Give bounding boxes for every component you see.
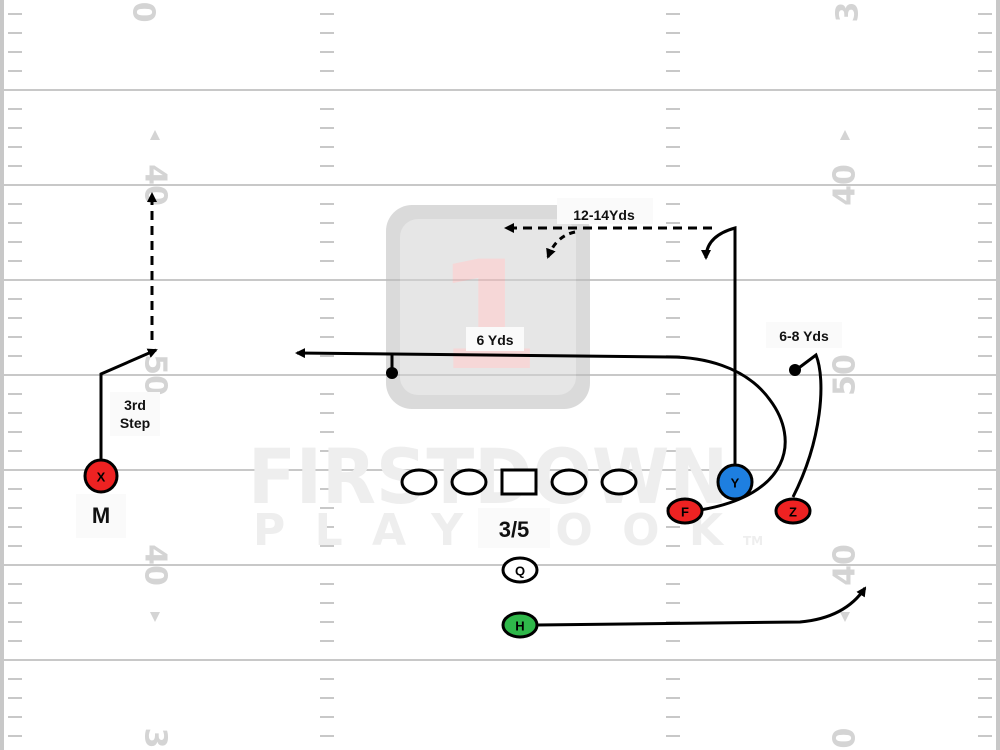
direction-arrow-icon [840,612,850,622]
player-z-letter: Z [789,505,797,520]
player-h[interactable]: H [501,611,539,639]
label-bg [478,508,550,548]
yard-number-bottom-right: 0 [828,728,863,749]
logo-badge-inner [400,219,576,395]
route-z-out [791,352,823,498]
player-f-letter: F [681,505,689,520]
wordmark-top: FIRSTDOWN [248,432,728,521]
player-h-circle [501,611,539,639]
formation-label: 3/5 [499,517,530,542]
label-bg [466,327,524,351]
player-y-circle [716,463,754,501]
player-x-circle [83,458,119,494]
label-bg [110,392,160,436]
yard-number-right-mid: 50 [828,354,863,396]
offensive-line [400,468,638,496]
player-y-letter: Y [731,476,740,491]
logo-numeral: 1 [436,230,540,404]
yard-number-bottom-left: 3 [138,728,173,749]
side-label: M [92,503,110,528]
route-h-wheel [536,586,867,627]
label-step-line1: 3rd [124,397,146,413]
label-cross: 6 Yds [476,332,513,348]
yard-number-left-lower: 40 [138,544,173,586]
hash-marks [8,13,992,737]
route-y-settle [546,230,576,259]
route-z-landmark [789,364,801,376]
player-f[interactable]: F [666,497,704,525]
wordmark-trademark: TM [743,534,763,548]
route-f-cross [295,348,787,512]
player-z[interactable]: Z [774,497,812,525]
yard-number-top-left: 0 [126,2,161,23]
player-h-letter: H [515,619,524,634]
player-f-circle [666,497,704,525]
lineman-right-tackle [600,468,638,496]
routes [99,192,867,627]
lineman-left-guard [450,468,488,496]
lineman-left-tackle [400,468,438,496]
label-step-line2: Step [120,415,150,431]
route-y-stem [701,226,737,470]
label-bg [766,322,842,348]
player-y[interactable]: Y [716,463,754,501]
yard-number-left-upper: 40 [138,164,173,206]
label-bg [557,198,653,224]
player-x[interactable]: X [83,458,119,494]
yard-number-top-right: 3 [831,2,866,23]
yard-number-left-mid: 50 [138,354,173,396]
label-bg [76,494,126,538]
player-q[interactable]: Q [501,556,539,584]
watermark-logo: 1 [386,205,590,409]
player-q-circle [501,556,539,584]
player-q-letter: Q [515,564,525,579]
direction-arrow-icon [840,130,850,140]
direction-arrow-icon [150,130,160,140]
direction-arrow-icon [150,612,160,622]
label-out: 6-8 Yds [779,328,829,344]
route-x-stem [99,348,158,464]
route-f-landmark [386,367,398,379]
yard-number-right-upper: 40 [828,164,863,206]
lineman-center [500,468,538,496]
yard-number-right-lower: 40 [828,544,863,586]
lineman-right-guard [550,468,588,496]
player-z-circle [774,497,812,525]
player-x-letter: X [97,470,106,485]
watermark-wordmark: FIRSTDOWN PLAYBOOK TM [248,432,763,556]
label-deep: 12-14Yds [573,207,635,223]
route-labels: 12-14Yds 6 Yds 6-8 Yds 3rd Step [110,198,842,436]
